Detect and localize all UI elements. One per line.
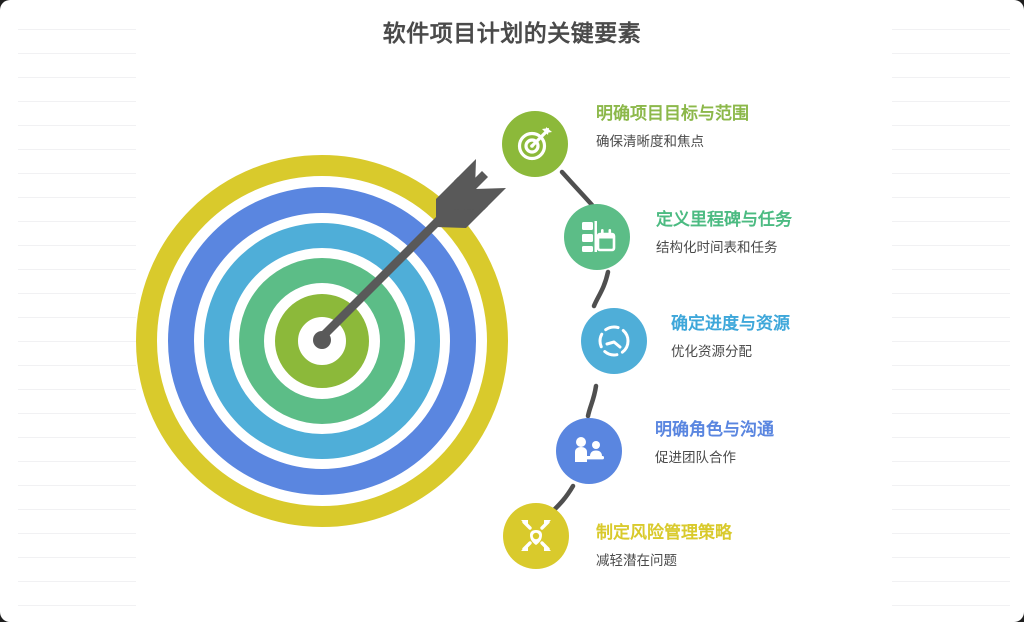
step-icon-3[interactable]: [581, 308, 647, 374]
step-text-2: 定义里程碑与任务 结构化时间表和任务: [656, 210, 792, 257]
step-subtitle-4: 促进团队合作: [655, 450, 736, 466]
step-title-3: 确定进度与资源: [671, 314, 790, 333]
risk-shield-icon: [521, 520, 551, 551]
step-subtitle-3: 优化资源分配: [671, 344, 752, 360]
step-title-1: 明确项目目标与范围: [596, 104, 749, 123]
step-title-5: 制定风险管理策略: [596, 523, 732, 542]
step-subtitle-2: 结构化时间表和任务: [656, 240, 778, 256]
step-icon-5[interactable]: [503, 503, 569, 569]
arrow-graphic: [313, 159, 506, 349]
background-ruling-right: [892, 0, 1010, 622]
step-text-5: 制定风险管理策略 减轻潜在问题: [596, 523, 732, 570]
step-icon-4[interactable]: [556, 418, 622, 484]
step-icon-2[interactable]: [564, 204, 630, 270]
step-text-4: 明确角色与沟通 促进团队合作: [655, 420, 774, 467]
calendar-checklist-icon: [582, 221, 616, 252]
step-subtitle-1: 确保清晰度和焦点: [596, 134, 704, 150]
clock-gauge-icon: [598, 325, 630, 357]
background-ruling-left: [18, 0, 136, 622]
target-graphic: [136, 155, 508, 527]
team-presentation-icon: [575, 437, 604, 462]
step-title-4: 明确角色与沟通: [655, 420, 774, 439]
step-subtitle-5: 减轻潜在问题: [596, 553, 677, 569]
step-text-3: 确定进度与资源 优化资源分配: [671, 314, 790, 361]
step-title-2: 定义里程碑与任务: [656, 210, 792, 229]
target-dart-icon: [517, 127, 552, 161]
step-icon-1[interactable]: [502, 111, 568, 177]
step-text-1: 明确项目目标与范围 确保清晰度和焦点: [596, 104, 749, 151]
page-title: 软件项目计划的关键要素: [382, 20, 642, 46]
